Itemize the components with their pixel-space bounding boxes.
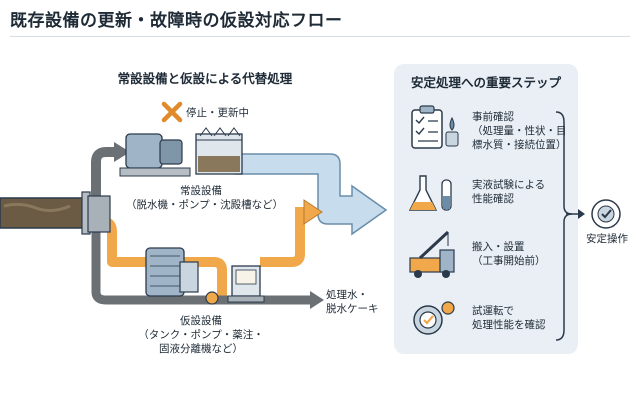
temporary-orange-pipe-riser	[260, 207, 306, 267]
page-title: 既存設備の更新・故障時の仮設対応フロー	[10, 11, 343, 31]
bypass-arrowhead	[310, 291, 324, 309]
stable-operation-label: 安定操作	[586, 233, 628, 245]
temporary-orange-pipe-return	[184, 257, 227, 300]
stop-label: 停止・更新中	[186, 107, 249, 119]
title-divider	[10, 36, 630, 37]
crane-truck-icon	[409, 230, 455, 278]
left-section-title: 常設設備と仮設による代替処理	[117, 71, 293, 86]
gear-check-icon	[413, 301, 455, 335]
clipboard-checklist-icon	[411, 105, 459, 149]
bypass-gray-pipe	[91, 232, 312, 305]
stable-gear-check-icon	[591, 199, 621, 229]
stop-x-icon	[161, 101, 183, 123]
output-flow-arrow	[235, 153, 388, 236]
tee-junction	[87, 195, 111, 233]
lab-flasks-icon	[408, 175, 452, 211]
gray-arrowhead	[114, 142, 130, 162]
temporary-tank	[145, 247, 185, 297]
temporary-pump	[179, 261, 199, 293]
sludge-texture	[3, 202, 71, 213]
right-section-title: 安定処理への重要ステップ	[410, 75, 561, 90]
orange-arrowhead	[303, 199, 323, 225]
inlet-pipe	[0, 197, 85, 229]
permanent-pump-motor	[125, 133, 163, 169]
temporary-valve	[205, 291, 219, 305]
permanent-gray-pipe	[91, 147, 116, 196]
